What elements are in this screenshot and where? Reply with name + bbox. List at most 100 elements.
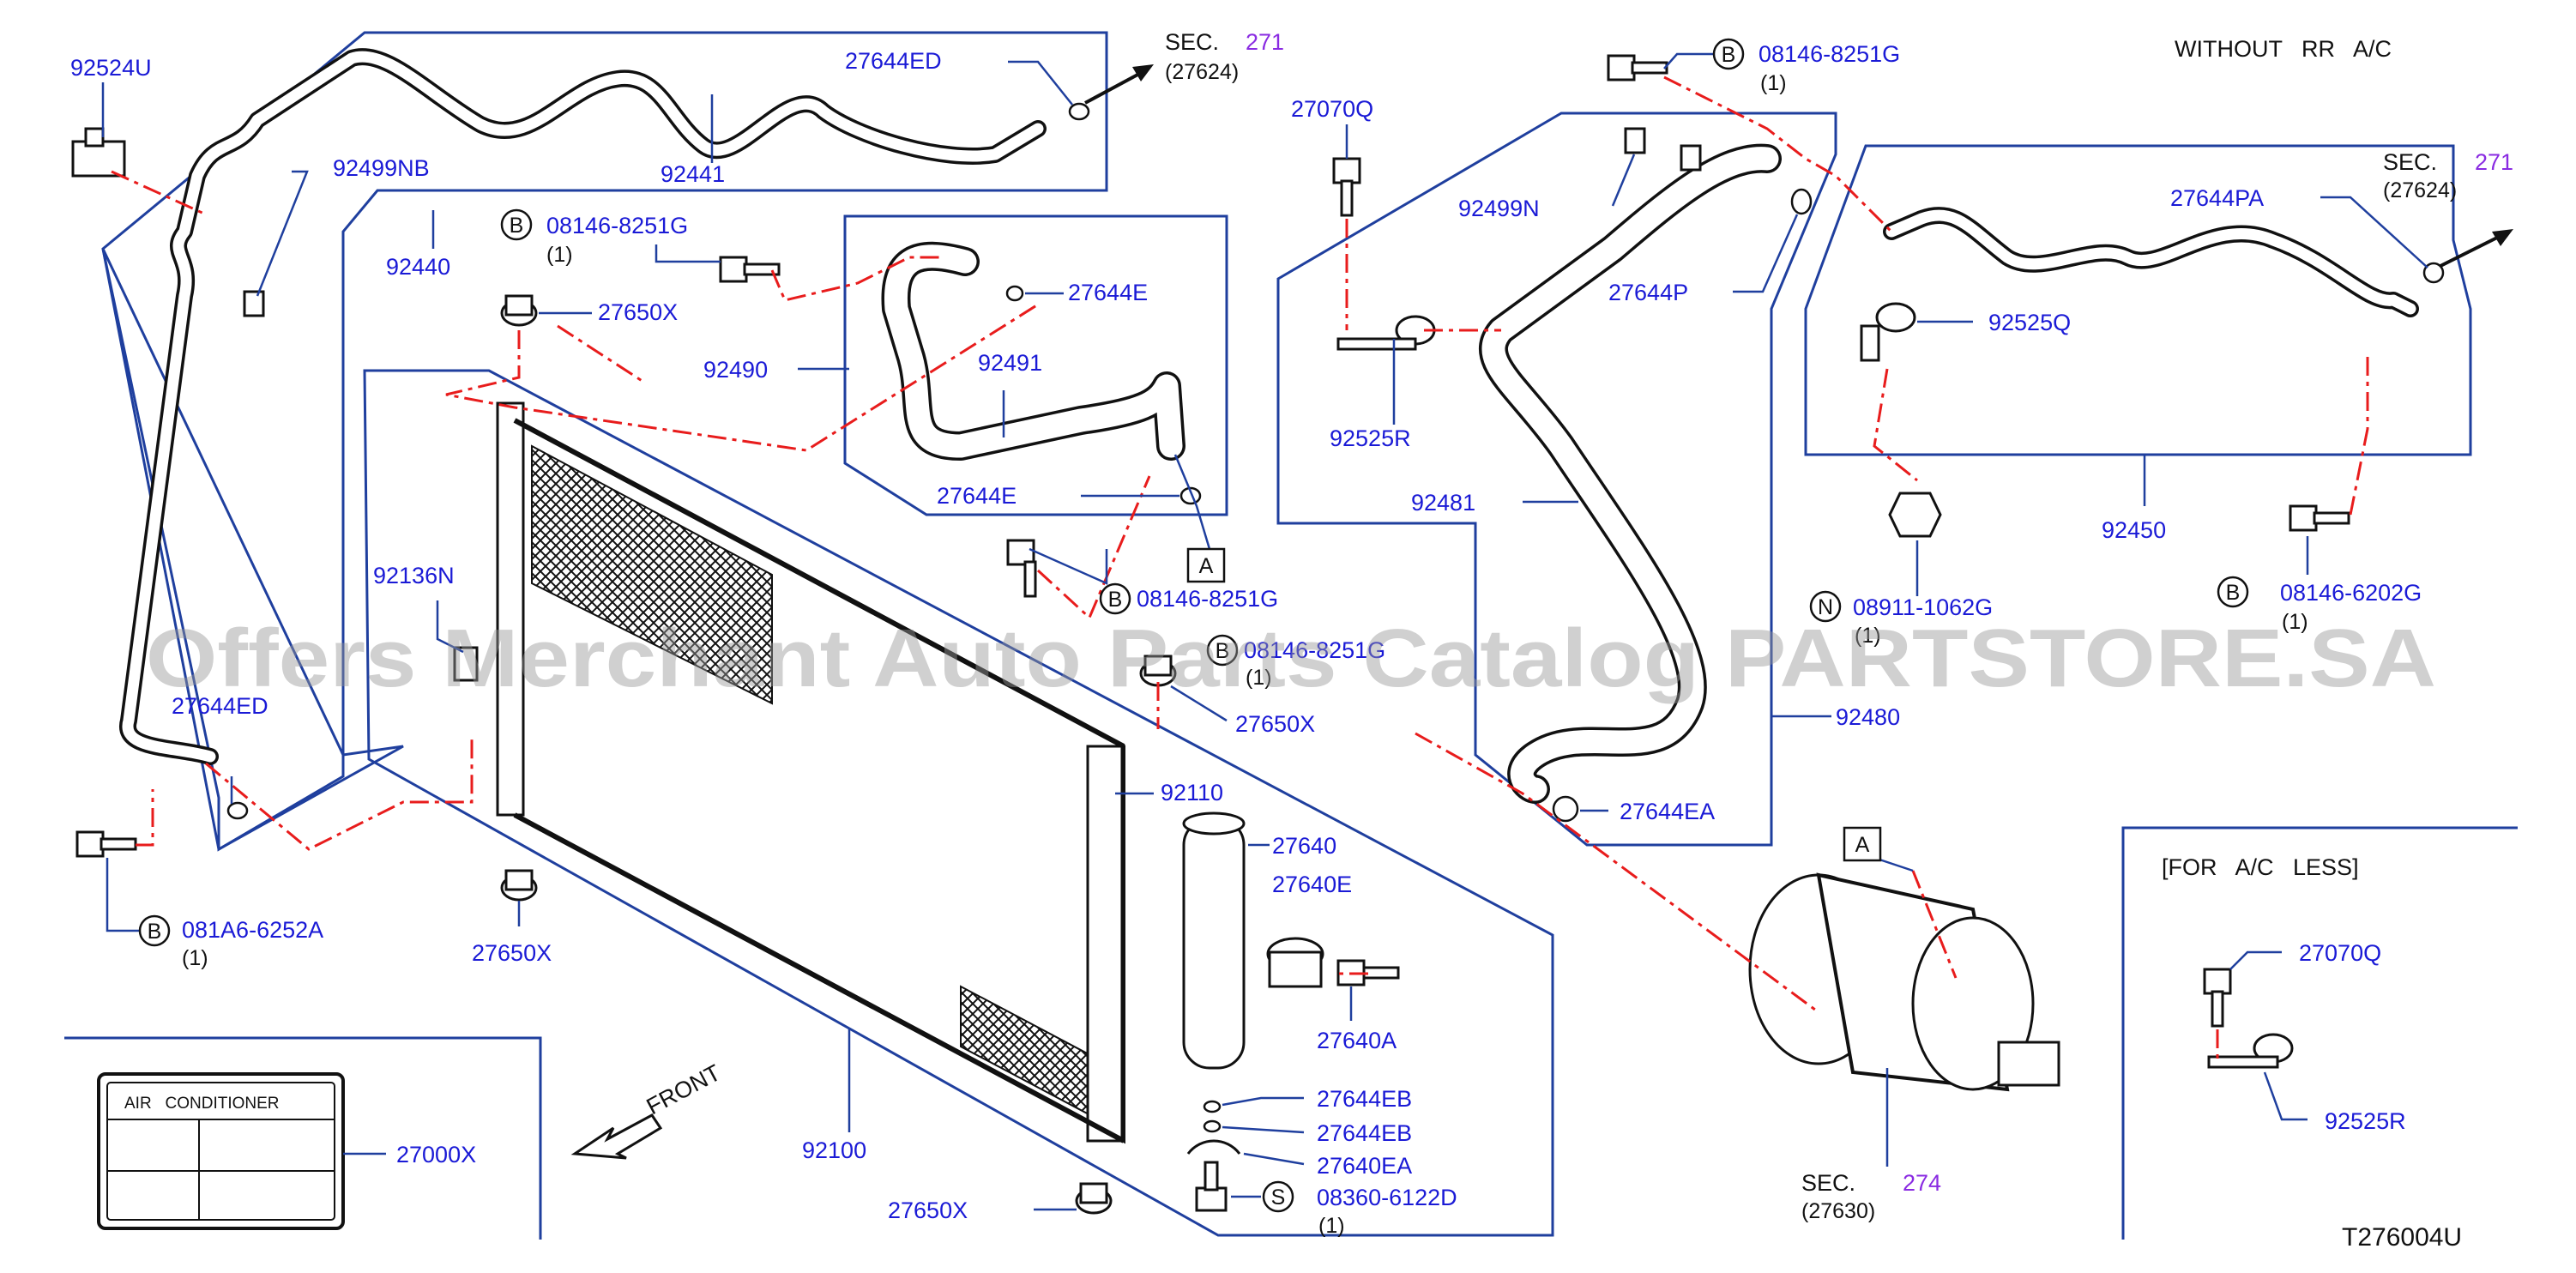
label-27640EA[interactable]: 27640EA [1317,1153,1412,1179]
label-92100[interactable]: 92100 [802,1137,866,1163]
marker-N-08911 [1809,590,1842,623]
label-92499N[interactable]: 92499N [1458,196,1540,221]
label-08146-8251G-a[interactable]: 08146-8251G [546,213,688,238]
label-27644EB-2[interactable]: 27644EB [1317,1120,1412,1146]
pipe-92450-inner [1885,209,2416,315]
clamp-92525R-bot [2207,1033,2294,1069]
qty-08146-8251G-c: (1) [1246,666,1272,690]
label-27000X[interactable]: 27000X [396,1142,476,1167]
dash-4 [770,256,944,302]
label-27644E-top[interactable]: 27644E [1068,280,1148,305]
label-92440[interactable]: 92440 [386,254,450,280]
oring-27644ED-left [226,801,249,820]
marker-B-08146-b [1099,582,1131,615]
label-27640E[interactable]: 27640E [1272,872,1352,897]
oring-27644P [1790,188,1813,215]
bolt-27070Q-top [1332,157,1361,217]
bolt-08360-6122D [1195,1161,1228,1212]
dash-3 [205,738,474,851]
sec-comp-num[interactable]: 274 [1903,1170,1941,1196]
dash-5 [445,303,1039,452]
front-arrow [570,1113,663,1160]
label-08146-8251G-b[interactable]: 08146-8251G [1137,586,1278,612]
label-08146-8251G-top[interactable]: 08146-8251G [1759,41,1900,67]
clamp-92525R-top [1336,315,1436,351]
label-27650X-top[interactable]: 27650X [598,299,678,325]
marker-B-08146-c-text: B [1216,639,1230,663]
marker-B-08146-a [500,208,533,241]
lead-081A6 [106,858,142,932]
label-27640A[interactable]: 27640A [1317,1028,1397,1053]
oring-27644PA [2422,262,2445,284]
label-08911-1062G[interactable]: 08911-1062G [1853,594,1993,620]
label-92136N[interactable]: 92136N [373,563,455,588]
sec-left-num[interactable]: 271 [1246,29,1284,55]
arrow-sec-left-head [1132,64,1154,81]
label-92441[interactable]: 92441 [661,161,725,187]
dash-14 [2349,352,2369,516]
label-92490[interactable]: 92490 [703,357,768,383]
label-92450[interactable]: 92450 [2102,517,2166,543]
frame-92450 [1804,144,2472,456]
lead-27644ED-top [1008,60,1073,106]
lead-08146-a [655,244,721,263]
grommet-27650X-top [500,294,538,327]
label-27070Q-bot[interactable]: 27070Q [2299,940,2381,966]
label-plate-27000X [97,1072,345,1230]
marker-B-08146-c [1206,634,1239,667]
label-92491[interactable]: 92491 [978,350,1042,376]
label-08146-8251G-c[interactable]: 08146-8251G [1244,637,1385,663]
label-27644PA[interactable]: 27644PA [2170,185,2264,211]
bolt-081A6-6252A [75,830,137,858]
label-27650X-mid[interactable]: 27650X [1235,711,1315,737]
sec-right-sub: (27624) [2383,178,2457,202]
oring-27644EB-2 [1203,1119,1222,1133]
qty-08146-8251G-a: (1) [546,243,573,267]
label-081A6-6252A[interactable]: 081A6-6252A [182,917,323,943]
sec-right-num[interactable]: 271 [2475,149,2513,175]
label-27644P[interactable]: 27644P [1608,280,1688,305]
receiver-drier-27640 [1182,811,1246,1070]
diagram-id: T276004U [2342,1223,2462,1252]
arrow-sec-right-head [2492,229,2513,246]
lead-92499NB [256,170,309,297]
label-92525R-bot[interactable]: 92525R [2325,1108,2406,1134]
qty-08146-8251G-top: (1) [1760,71,1787,95]
label-92499NB[interactable]: 92499NB [333,155,430,181]
bolt-27070Q-bot [2203,968,2232,1028]
dash-1 [111,170,207,216]
marker-A-box-1 [1186,547,1226,583]
label-27644ED-left[interactable]: 27644ED [172,693,268,719]
label-92525R-top[interactable]: 92525R [1330,425,1411,451]
qty-08146-6202G: (1) [2282,610,2308,634]
label-27644EB-1[interactable]: 27644EB [1317,1086,1412,1112]
hose-92491-inner [884,244,1183,458]
lead-92136N [436,600,464,654]
frame-92490 [843,214,1228,516]
label-27644ED-top[interactable]: 27644ED [845,48,942,74]
arrow-sec-right [2440,234,2501,268]
marker-B-08146-top-text: B [1722,43,1736,67]
qty-081A6-6252A: (1) [182,946,208,970]
label-27070Q-top[interactable]: 27070Q [1291,96,1373,122]
label-92525Q[interactable]: 92525Q [1988,310,2071,335]
label-92480[interactable]: 92480 [1836,704,1900,730]
label-27650X-left[interactable]: 27650X [472,940,552,966]
bolt-08146-8251G-top [1607,54,1668,81]
label-27650X-bot[interactable]: 27650X [888,1198,968,1223]
label-27644E-bot[interactable]: 27644E [937,483,1017,509]
clip-92499N [1624,127,1702,172]
arrow-sec-left [1084,71,1142,105]
label-27640[interactable]: 27640 [1272,833,1336,859]
label-08360-6122D[interactable]: 08360-6122D [1317,1185,1457,1210]
label-92110[interactable]: 92110 [1161,780,1223,805]
label-92481[interactable]: 92481 [1411,490,1475,516]
lead-27644PA [2320,196,2428,268]
clip-92136N [453,646,479,682]
label-08146-6202G[interactable]: 08146-6202G [2280,580,2422,606]
dash-15 [1911,870,1958,979]
label-92524U[interactable]: 92524U [70,55,152,81]
label-27644EA[interactable]: 27644EA [1620,799,1715,824]
lead-27644EB-2 [1222,1125,1305,1134]
